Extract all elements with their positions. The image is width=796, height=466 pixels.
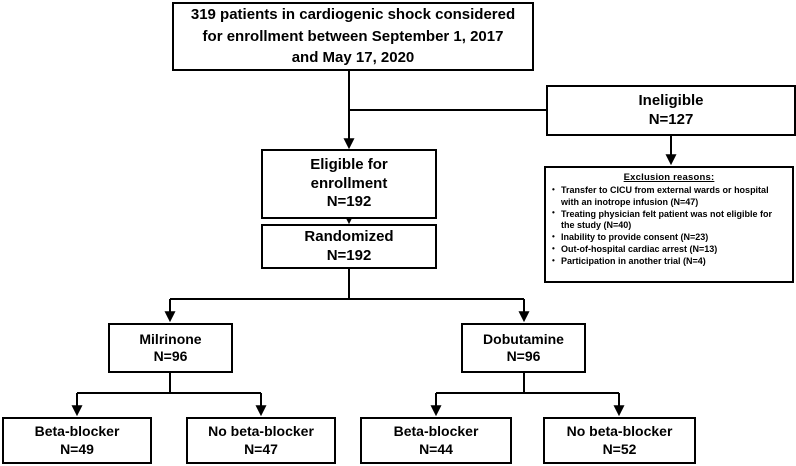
- node-randomized: Randomized N=192: [261, 224, 437, 269]
- ineligible-label: Ineligible: [638, 91, 704, 109]
- exclusion-5-line-1: Participation in another trial (N=4): [561, 256, 706, 267]
- dobutamine-nobb-label: No beta-blocker: [566, 423, 673, 439]
- milrinone-nobb-label: No beta-blocker: [208, 423, 314, 439]
- node-dobutamine-arm: Dobutamine N=96: [461, 323, 586, 373]
- node-ineligible: Ineligible N=127: [546, 85, 796, 136]
- node-eligible-for-enrollment: Eligible for enrollment N=192: [261, 149, 437, 219]
- node-screened-patients: 319 patients in cardiogenic shock consid…: [172, 2, 534, 71]
- milrinone-bb-label: Beta-blocker: [34, 423, 120, 439]
- exclusion-3-line-1: Inability to provide consent (N=23): [561, 232, 709, 243]
- node-dobutamine-beta-blocker: Beta-blocker N=44: [360, 417, 512, 464]
- list-item: Participation in another trial (N=4): [550, 256, 788, 268]
- list-item: Inability to provide consent (N=23): [550, 232, 788, 244]
- randomized-label: Randomized: [304, 227, 394, 245]
- dobutamine-nobb-count: N=52: [602, 440, 637, 457]
- screened-line-3: and May 17, 2020: [291, 49, 415, 67]
- exclusion-1-line-1: Transfer to CICU from external wards or: [561, 185, 732, 196]
- eligible-line-1: Eligible for: [310, 155, 388, 173]
- eligible-line-2: enrollment: [310, 174, 388, 192]
- dobutamine-bb-label: Beta-blocker: [393, 423, 479, 439]
- list-item: Treating physician felt patient was not …: [550, 208, 788, 232]
- dobutamine-label: Dobutamine: [483, 330, 564, 347]
- exclusion-4-line-1: Out-of-hospital cardiac arrest (N=13): [561, 244, 718, 255]
- node-exclusion-reasons: Exclusion reasons: Transfer to CICU from…: [544, 166, 794, 283]
- node-dobutamine-no-beta-blocker: No beta-blocker N=52: [543, 417, 696, 464]
- list-item: Transfer to CICU from external wards or …: [550, 185, 788, 208]
- exclusion-reasons-list: Transfer to CICU from external wards or …: [550, 185, 788, 268]
- dobutamine-bb-count: N=44: [419, 440, 453, 457]
- exclusion-1-line-2: hospital with an inotrope infusion (N=47…: [561, 185, 769, 207]
- dobutamine-count: N=96: [506, 348, 541, 364]
- randomized-count: N=192: [326, 246, 372, 264]
- milrinone-bb-count: N=49: [60, 440, 94, 457]
- list-item: Out-of-hospital cardiac arrest (N=13): [550, 244, 788, 256]
- node-milrinone-no-beta-blocker: No beta-blocker N=47: [186, 417, 336, 464]
- exclusion-reasons-title: Exclusion reasons:: [623, 172, 715, 183]
- exclusion-2-line-2: eligible for the study (N=40): [561, 208, 773, 231]
- exclusion-2-line-1: Treating physician felt patient was not: [561, 208, 725, 219]
- milrinone-count: N=96: [153, 348, 188, 364]
- ineligible-count: N=127: [648, 110, 694, 128]
- milrinone-nobb-count: N=47: [244, 440, 278, 457]
- screened-line-2: for enrollment between September 1, 2017: [202, 27, 504, 45]
- eligible-count: N=192: [326, 193, 372, 211]
- node-milrinone-beta-blocker: Beta-blocker N=49: [2, 417, 152, 464]
- screened-line-1: 319 patients in cardiogenic shock consid…: [190, 5, 516, 23]
- milrinone-label: Milrinone: [139, 330, 202, 347]
- node-milrinone-arm: Milrinone N=96: [108, 323, 233, 373]
